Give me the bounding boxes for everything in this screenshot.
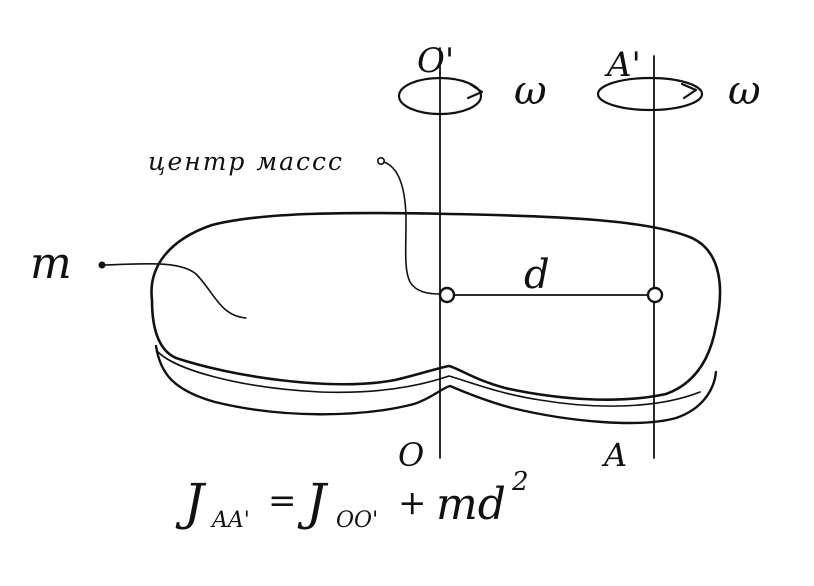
rigid-body-thickness-line — [157, 351, 701, 407]
formula-term1-subscript: OO' — [336, 508, 378, 533]
rigid-body-bottom-edge — [154, 344, 718, 425]
formula-term1: J — [297, 473, 329, 531]
mass-label: m — [30, 238, 72, 289]
axis-a-point — [646, 286, 664, 304]
axis-o-bottom-label: O — [398, 436, 424, 474]
mass-leader-line — [103, 262, 247, 319]
formula-term2: md — [436, 479, 506, 530]
axis-a-top-label: A' — [604, 45, 641, 85]
rotation-ellipse-aa — [596, 76, 704, 112]
parallel-axis-formula: J AA' = J OO' + md 2 — [175, 467, 529, 533]
axis-a-bottom-label: A — [601, 436, 627, 474]
center-of-mass-point — [438, 286, 456, 304]
omega-left-label: ω — [514, 68, 547, 114]
rotation-arrow-aa-icon — [680, 82, 698, 100]
axis-o-top-label: O' — [417, 41, 454, 81]
formula-lhs: J — [175, 473, 207, 531]
formula-equals: = — [268, 481, 297, 521]
formula-lhs-subscript: AA' — [210, 508, 250, 533]
center-of-mass-label: центр массс — [148, 147, 344, 176]
rotation-arrow-oo-icon — [466, 82, 484, 100]
center-of-mass-leader-dot — [376, 157, 385, 166]
formula-plus: + — [398, 483, 427, 523]
distance-label: d — [524, 252, 550, 298]
rotation-ellipse-oo — [397, 76, 483, 116]
omega-right-label: ω — [728, 68, 761, 114]
center-of-mass-leader-line — [383, 161, 441, 295]
rigid-body-top-outline — [150, 211, 722, 401]
formula-term2-superscript: 2 — [511, 467, 529, 497]
